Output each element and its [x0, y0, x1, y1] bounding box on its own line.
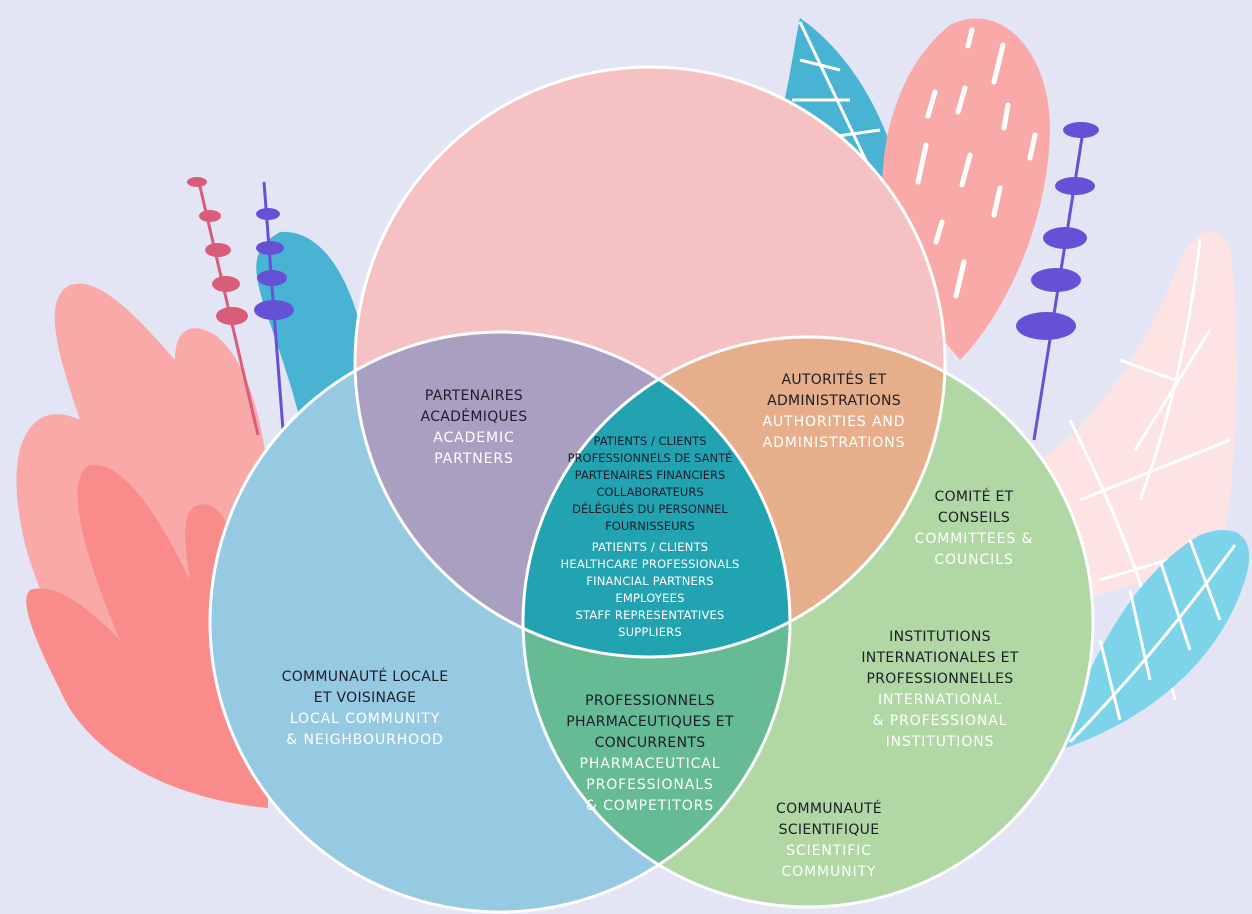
international-fr-line-3: PROFESSIONNELLES — [866, 671, 1014, 687]
authorities-fr-line-1: AUTORITÉS ET — [781, 372, 887, 388]
scientific-en-line-2: COMMUNITY — [781, 864, 877, 880]
center-fr-line-2: PROFESSIONNELS DE SANTÉ — [567, 451, 733, 465]
pharma-fr-line-1: PROFESSIONNELS — [585, 693, 715, 709]
flower-stem-icon — [254, 181, 294, 431]
label-international-institutions: INSTITUTIONS INTERNATIONALES ET PROFESSI… — [861, 627, 1018, 753]
pharma-fr-line-2: PHARMACEUTIQUES ET — [566, 714, 734, 730]
label-scientific-community: COMMUNAUTÉ SCIENTIFIQUE SCIENTIFIC COMMU… — [776, 799, 882, 883]
academic-en-line-1: ACADEMIC — [433, 430, 515, 446]
authorities-en-line-1: AUTHORITIES AND — [762, 414, 906, 430]
authorities-en-line-2: ADMINISTRATIONS — [762, 435, 906, 451]
pharma-en-line-2: PROFESSIONALS — [586, 777, 714, 793]
pharma-en-line-3: & COMPETITORS — [585, 798, 715, 814]
center-en-line-5: STAFF REPRESENTATIVES — [575, 608, 725, 622]
scientific-fr-line-1: COMMUNAUTÉ — [776, 801, 882, 817]
local-en-line-2: & NEIGHBOURHOOD — [286, 732, 444, 748]
center-en-line-6: SUPPLIERS — [618, 625, 682, 639]
scientific-fr-line-2: SCIENTIFIQUE — [778, 822, 880, 838]
center-overlap — [523, 337, 790, 657]
local-en-line-1: LOCAL COMMUNITY — [289, 711, 441, 727]
label-core-stakeholders: PATIENTS / CLIENTS PROFESSIONNELS DE SAN… — [561, 433, 740, 641]
pharma-fr-line-3: CONCURRENTS — [594, 735, 706, 751]
international-en-line-2: & PROFESSIONAL — [872, 713, 1008, 729]
center-fr-line-1: PATIENTS / CLIENTS — [593, 434, 707, 448]
flower-stem-icon — [187, 177, 260, 436]
committees-fr-line-1: COMITÉ ET — [934, 489, 1014, 505]
center-fr-line-5: DÉLÉGUÉS DU PERSONNEL — [572, 502, 728, 516]
scientific-en-line-1: SCIENTIFIC — [786, 843, 872, 859]
international-fr-line-2: INTERNATIONALES ET — [861, 650, 1019, 666]
international-fr-line-1: INSTITUTIONS — [889, 629, 991, 645]
committees-fr-line-2: CONSEILS — [937, 510, 1011, 526]
pharma-en-line-1: PHARMACEUTICAL — [579, 756, 721, 772]
label-academic-partners: PARTENAIRES ACADÉMIQUES ACADEMIC PARTNER… — [421, 386, 528, 470]
center-fr-line-6: FOURNISSEURS — [605, 519, 695, 533]
left-circle-outline — [208, 330, 792, 914]
label-authorities: AUTORITÉS ET ADMINISTRATIONS AUTHORITIES… — [763, 370, 906, 454]
center-en-line-2: HEALTHCARE PROFESSIONALS — [560, 557, 740, 571]
label-pharma-professionals: PROFESSIONNELS PHARMACEUTIQUES ET CONCUR… — [566, 691, 733, 817]
authorities-fr-line-2: ADMINISTRATIONS — [767, 393, 901, 409]
committees-en-line-1: COMMITTEES & — [914, 531, 1034, 547]
leaf-icon — [26, 464, 268, 808]
flower-stem-icon — [1016, 122, 1099, 441]
international-en-line-1: INTERNATIONAL — [878, 692, 1002, 708]
academic-fr-line-1: PARTENAIRES — [424, 388, 524, 404]
center-en-line-4: EMPLOYEES — [615, 591, 685, 605]
center-en-line-3: FINANCIAL PARTNERS — [586, 574, 714, 588]
local-fr-line-2: ET VOISINAGE — [313, 690, 417, 706]
local-fr-line-1: COMMUNAUTÉ LOCALE — [281, 669, 449, 685]
international-en-line-3: INSTITUTIONS — [885, 734, 995, 750]
label-local-community: COMMUNAUTÉ LOCALE ET VOISINAGE LOCAL COM… — [282, 667, 449, 751]
top-circle-outline — [353, 65, 947, 659]
center-fr-line-4: COLLABORATEURS — [596, 485, 704, 499]
leaf-icon — [1060, 530, 1250, 750]
committees-en-line-2: COUNCILS — [934, 552, 1014, 568]
label-committees: COMITÉ ET CONSEILS COMMITTEES & COUNCILS — [915, 487, 1034, 571]
center-fr-line-3: PARTENAIRES FINANCIERS — [574, 468, 726, 482]
center-en-line-1: PATIENTS / CLIENTS — [591, 540, 709, 554]
academic-en-line-2: PARTNERS — [434, 451, 514, 467]
academic-fr-line-2: ACADÉMIQUES — [420, 409, 528, 425]
right-circle-outline — [521, 335, 1095, 909]
